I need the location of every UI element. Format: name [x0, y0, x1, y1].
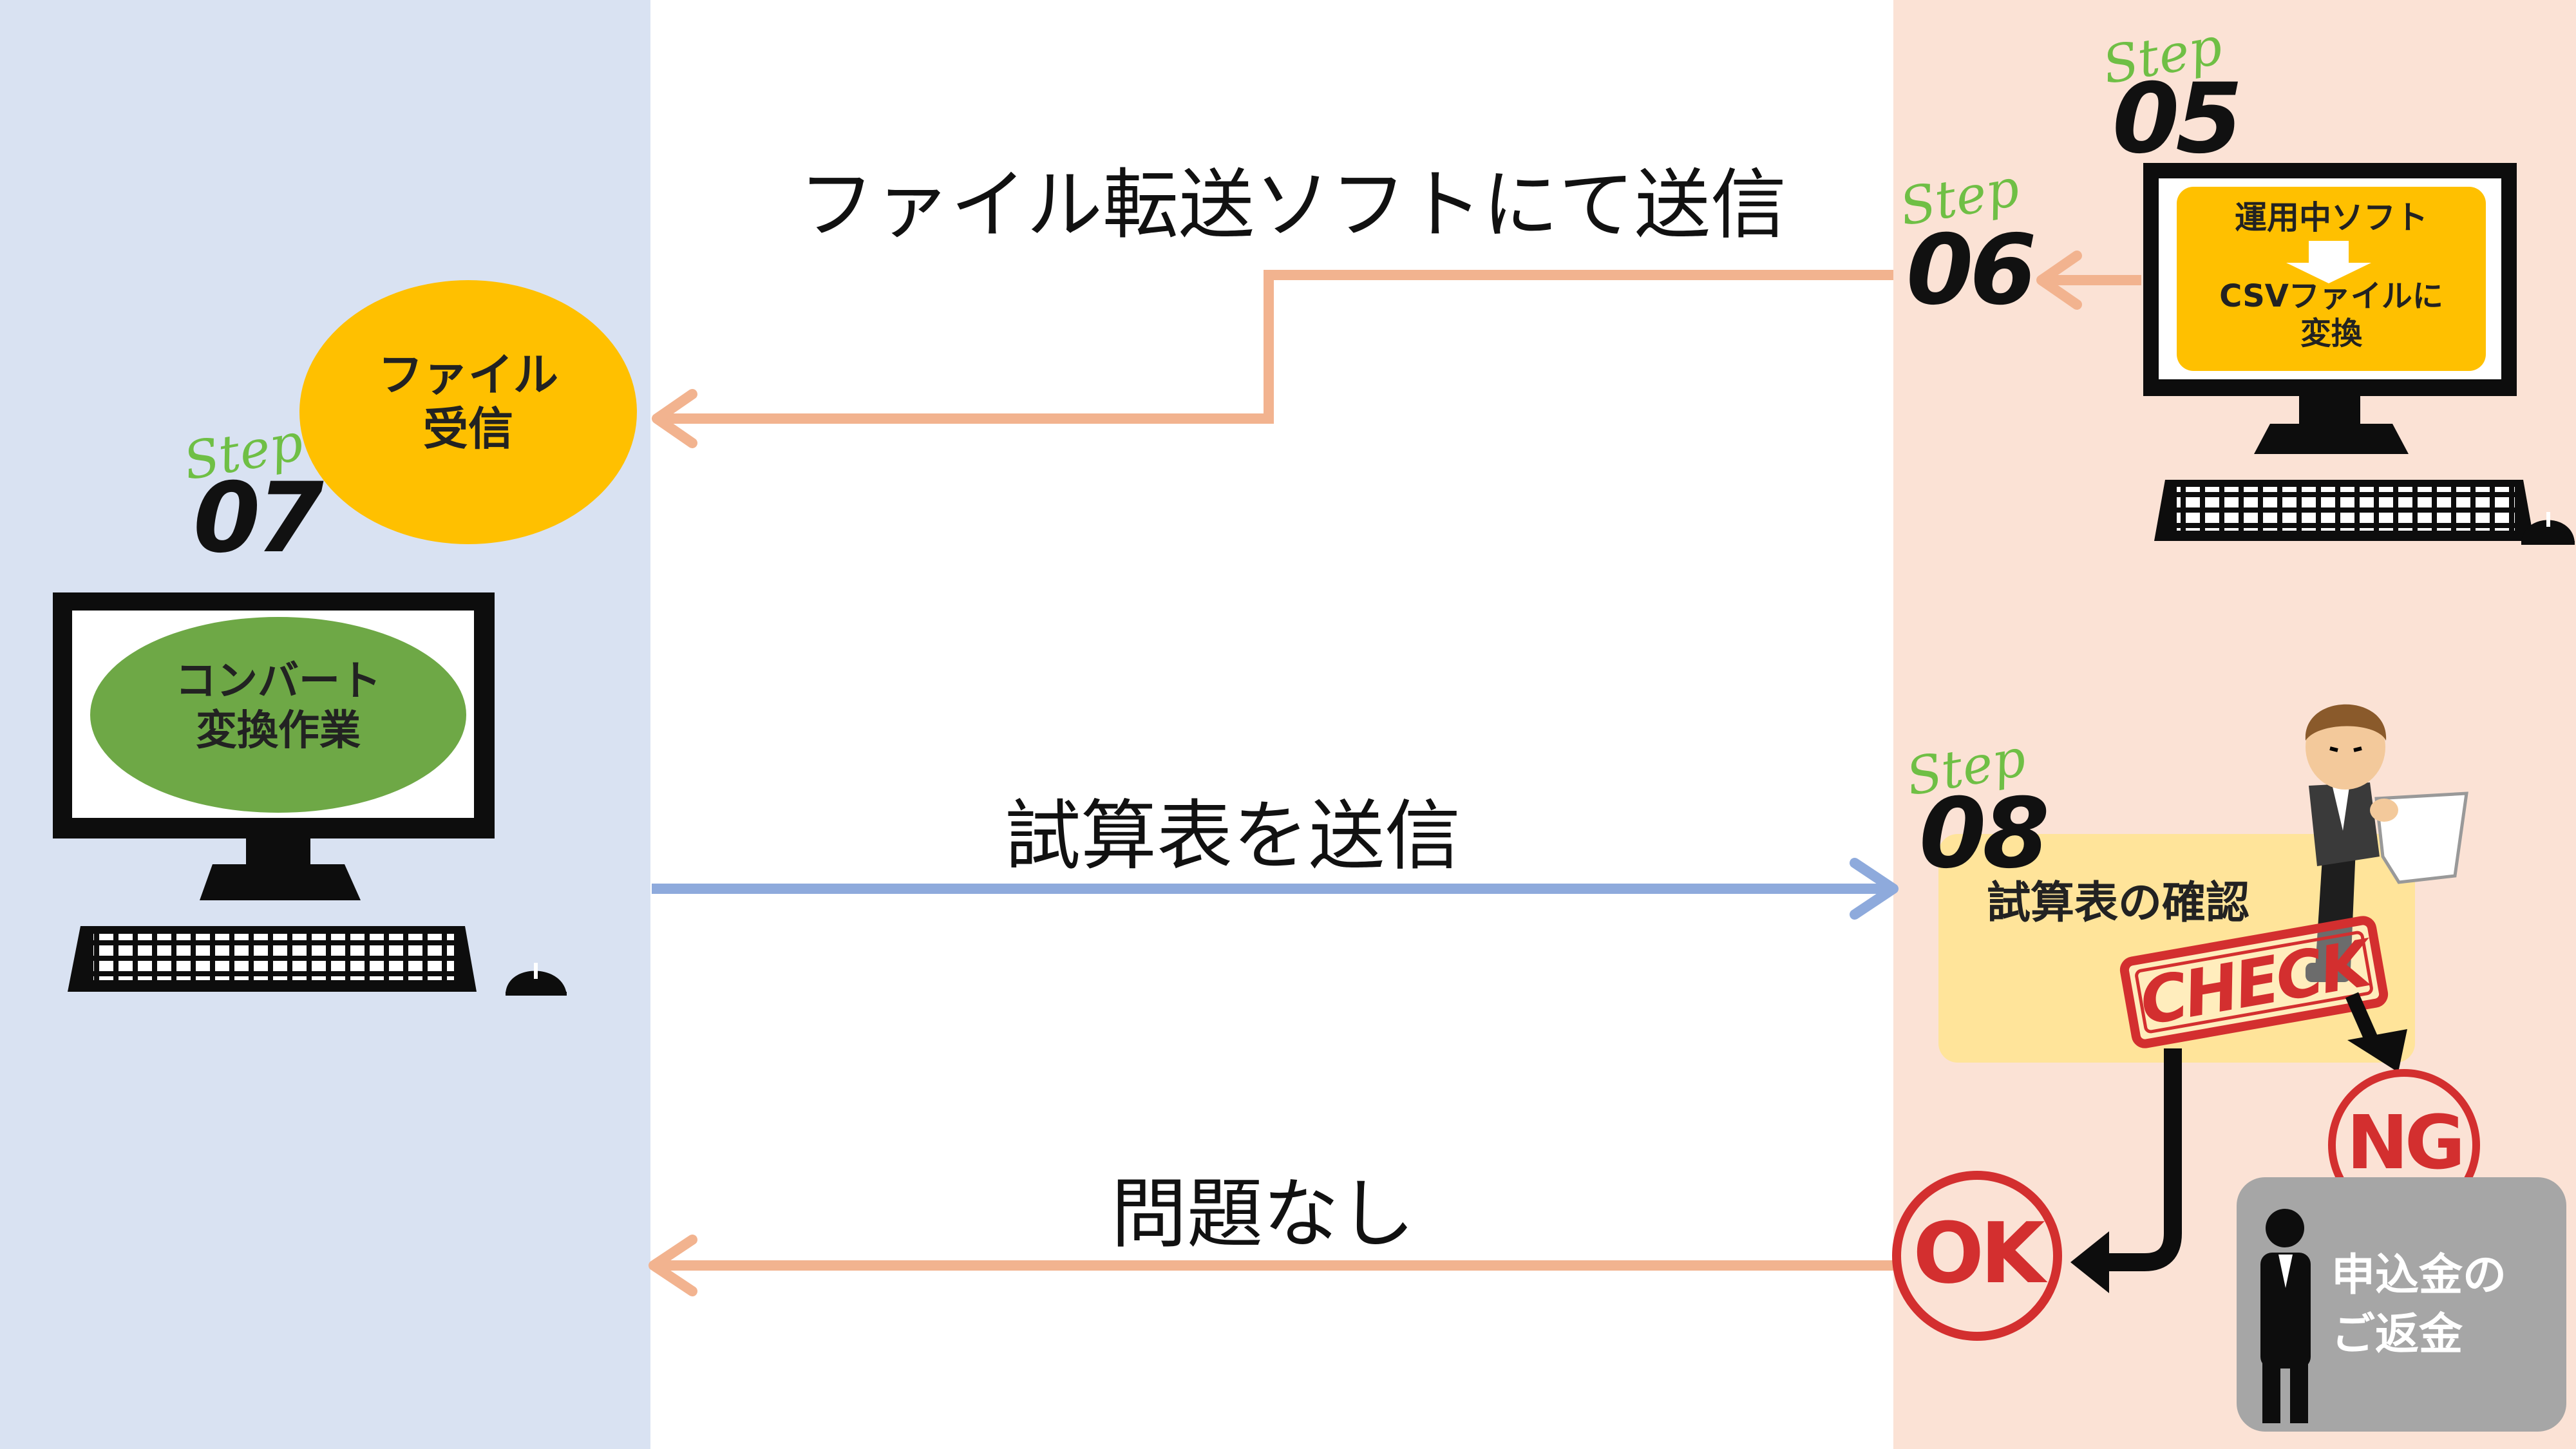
ok-flow-arrow	[2106, 1048, 2182, 1271]
step07-number: 07	[193, 462, 324, 574]
operation-bottom-line2: 変換	[2300, 315, 2362, 352]
send-file-arrowhead	[652, 389, 697, 448]
convert-line1: コンバート	[175, 658, 381, 705]
refund-line2: ご返金	[2331, 1309, 2463, 1360]
refund-line1: 申込金の	[2331, 1250, 2507, 1301]
keyboard-icon	[68, 926, 477, 992]
send-trial-label: 試算表を送信	[1005, 791, 1461, 880]
file-receive-line1: ファイル	[378, 348, 558, 401]
step06-arrowhead	[2036, 251, 2082, 310]
operation-keyboard-icon	[2154, 480, 2534, 541]
check-stamp	[2119, 916, 2389, 1048]
operation-top-text: 運用中ソフト	[2235, 199, 2428, 236]
send-file-label: ファイル転送ソフトにて送信	[799, 160, 1787, 249]
ng-flow-arrowhead	[2347, 1029, 2407, 1072]
ng-stamp-text: NG	[2346, 1100, 2466, 1186]
refund-text: 申込金の ご返金	[2331, 1246, 2506, 1365]
no-problem-label: 問題なし	[1111, 1170, 1416, 1258]
file-receive-bubble	[299, 280, 637, 544]
file-receive-line2: 受信	[423, 402, 513, 455]
convert-line2: 変換作業	[196, 706, 361, 755]
ok-flow-arrowhead	[2070, 1231, 2109, 1293]
operation-bottom-text: CSVファイルに 変換	[2190, 278, 2473, 352]
file-receive-text: ファイル 受信	[339, 348, 597, 456]
ok-circle	[1892, 1171, 2062, 1341]
operation-mouse-icon	[2521, 512, 2575, 545]
convert-text: コンバート 変換作業	[149, 657, 407, 756]
send-trial-arrowhead	[1850, 858, 1899, 920]
operation-bottom-line1: CSVファイルに	[2219, 278, 2443, 314]
step08-number: 08	[1919, 778, 2050, 890]
mouse-icon	[506, 963, 567, 996]
check-box-label: 試算表の確認	[1987, 878, 2250, 929]
no-problem-arrowhead	[649, 1235, 697, 1296]
send-file-arrow	[663, 270, 1893, 424]
down-arrow-icon	[2286, 241, 2371, 283]
ok-stamp-text: OK	[1913, 1204, 2045, 1302]
ng-flow-arrow	[2345, 992, 2380, 1046]
step05-number: 05	[2112, 63, 2243, 175]
bowing-person-icon	[2260, 1209, 2311, 1423]
step06-number: 06	[1906, 214, 2037, 327]
refund-box	[2237, 1177, 2566, 1432]
businessman-icon	[2305, 704, 2468, 982]
convert-bubble	[90, 617, 466, 813]
